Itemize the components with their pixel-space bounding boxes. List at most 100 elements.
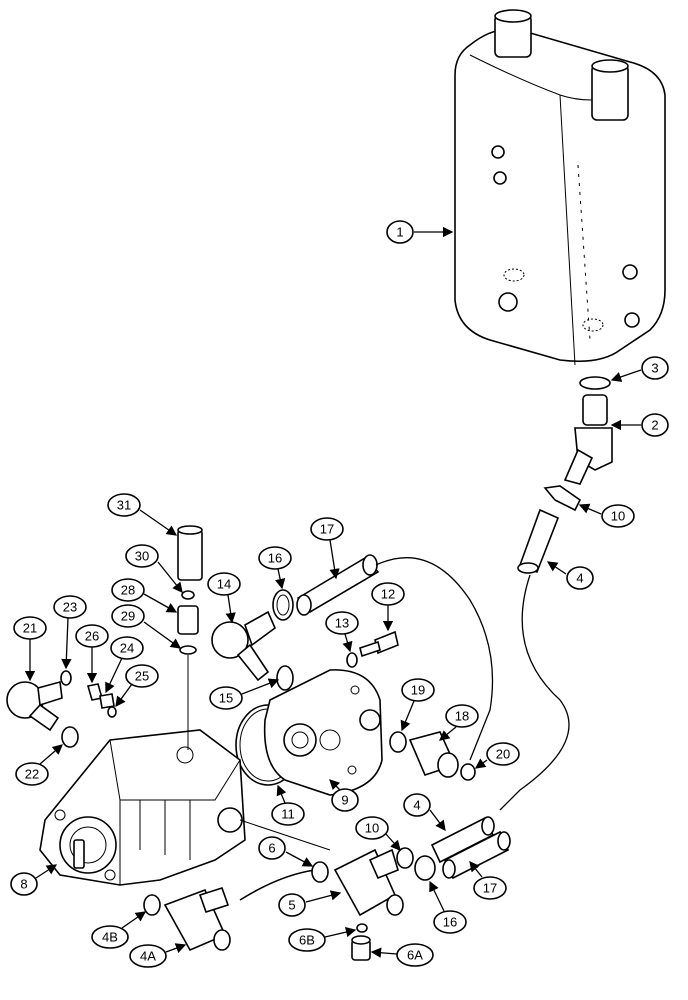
callout-10-upper: 10 bbox=[578, 503, 635, 528]
elbow-fitting-2 bbox=[563, 394, 613, 485]
o-ring-29 bbox=[179, 645, 197, 655]
callout-22: 22 bbox=[15, 744, 63, 786]
callout-5: 5 bbox=[278, 890, 342, 917]
svg-text:17: 17 bbox=[483, 881, 497, 896]
plug-6a bbox=[351, 935, 371, 961]
callout-6: 6 bbox=[258, 836, 314, 867]
callout-28: 28 bbox=[111, 578, 178, 613]
svg-text:1: 1 bbox=[396, 225, 403, 240]
svg-text:28: 28 bbox=[121, 583, 135, 598]
callout-6A: 6A bbox=[370, 943, 434, 967]
o-ring-6 bbox=[311, 861, 329, 883]
svg-text:22: 22 bbox=[25, 767, 39, 782]
hose-17-lower bbox=[442, 830, 511, 880]
tee-fitting-5 bbox=[333, 848, 404, 917]
o-ring-15 bbox=[276, 665, 294, 691]
callout-29: 29 bbox=[111, 604, 182, 649]
hose-clamp-16-upper bbox=[272, 589, 294, 621]
svg-text:17: 17 bbox=[320, 522, 334, 537]
o-ring-3 bbox=[579, 376, 611, 390]
svg-text:3: 3 bbox=[651, 361, 658, 376]
svg-text:2: 2 bbox=[651, 418, 658, 433]
svg-text:20: 20 bbox=[496, 747, 510, 762]
svg-text:13: 13 bbox=[335, 616, 349, 631]
svg-text:24: 24 bbox=[120, 641, 134, 656]
hose-section-lower bbox=[239, 869, 316, 901]
o-ring-30 bbox=[181, 590, 195, 600]
callout-19: 19 bbox=[400, 678, 435, 732]
callout-20: 20 bbox=[474, 742, 520, 769]
svg-text:11: 11 bbox=[281, 807, 295, 822]
callout-4-lower: 4 bbox=[403, 793, 446, 832]
hose-4-lower bbox=[430, 816, 495, 864]
hose-clamp-16-lower bbox=[414, 855, 436, 881]
callout-1: 1 bbox=[386, 220, 454, 244]
svg-text:19: 19 bbox=[411, 683, 425, 698]
svg-text:18: 18 bbox=[455, 709, 469, 724]
elbow-fitting-21 bbox=[6, 680, 63, 732]
svg-text:31: 31 bbox=[117, 498, 131, 513]
fitting-24 bbox=[99, 693, 115, 709]
callout-17-upper: 17 bbox=[310, 517, 344, 580]
callout-9: 9 bbox=[329, 779, 359, 812]
o-ring-20 bbox=[460, 763, 476, 781]
assembly-line-lower bbox=[239, 819, 331, 851]
suction-line bbox=[499, 574, 570, 811]
svg-text:4: 4 bbox=[576, 571, 583, 586]
callout-4-upper: 4 bbox=[546, 561, 594, 590]
elbow-fitting-14 bbox=[211, 610, 276, 682]
svg-text:4: 4 bbox=[413, 798, 420, 813]
o-ring-25 bbox=[107, 706, 117, 718]
callout-12: 12 bbox=[371, 582, 405, 632]
callout-17-lower: 17 bbox=[469, 860, 507, 900]
callout-16-upper: 16 bbox=[258, 546, 292, 590]
hose-clamp-10-lower bbox=[396, 847, 414, 869]
svg-text:30: 30 bbox=[135, 549, 149, 564]
callout-8: 8 bbox=[10, 864, 58, 896]
svg-text:16: 16 bbox=[443, 915, 457, 930]
callout-13: 13 bbox=[325, 611, 359, 653]
svg-text:9: 9 bbox=[341, 793, 348, 808]
adapter-fitting-18 bbox=[408, 731, 459, 778]
svg-text:15: 15 bbox=[219, 691, 233, 706]
callout-21: 21 bbox=[13, 616, 47, 682]
callout-2: 2 bbox=[610, 413, 669, 437]
callout-4B: 4B bbox=[91, 911, 147, 949]
gear-pump-9 bbox=[263, 669, 383, 796]
callout-6B: 6B bbox=[288, 927, 357, 952]
svg-text:23: 23 bbox=[63, 600, 77, 615]
callout-labels: 1 3 2 10 4 31 bbox=[10, 220, 669, 968]
callout-23: 23 bbox=[53, 595, 87, 670]
callout-10-lower: 10 bbox=[355, 816, 401, 851]
washer-13 bbox=[346, 652, 358, 668]
callout-26: 26 bbox=[75, 624, 109, 684]
svg-text:26: 26 bbox=[85, 629, 99, 644]
callout-4A: 4A bbox=[129, 943, 187, 968]
return-line bbox=[375, 557, 494, 761]
svg-text:21: 21 bbox=[23, 621, 37, 636]
o-ring-23 bbox=[60, 670, 72, 686]
callout-16-lower: 16 bbox=[429, 880, 467, 934]
svg-text:6: 6 bbox=[268, 841, 275, 856]
callout-14: 14 bbox=[207, 572, 241, 624]
bolt-12 bbox=[359, 630, 399, 658]
hose-17-upper bbox=[296, 554, 380, 616]
callout-11: 11 bbox=[271, 784, 305, 826]
svg-text:14: 14 bbox=[217, 577, 231, 592]
callout-25: 25 bbox=[115, 664, 159, 708]
svg-text:16: 16 bbox=[268, 551, 282, 566]
hydrostatic-pump-8 bbox=[39, 729, 246, 886]
svg-text:6B: 6B bbox=[299, 933, 315, 948]
svg-text:6A: 6A bbox=[407, 948, 423, 963]
svg-text:25: 25 bbox=[135, 669, 149, 684]
svg-text:12: 12 bbox=[381, 587, 395, 602]
svg-text:4B: 4B bbox=[102, 930, 118, 945]
callout-31: 31 bbox=[107, 493, 178, 536]
callout-18: 18 bbox=[438, 704, 479, 741]
adapter-fitting-28 bbox=[177, 605, 199, 635]
svg-text:8: 8 bbox=[20, 877, 27, 892]
adapter-fitting-10 bbox=[543, 485, 582, 512]
callout-30: 30 bbox=[125, 544, 183, 594]
